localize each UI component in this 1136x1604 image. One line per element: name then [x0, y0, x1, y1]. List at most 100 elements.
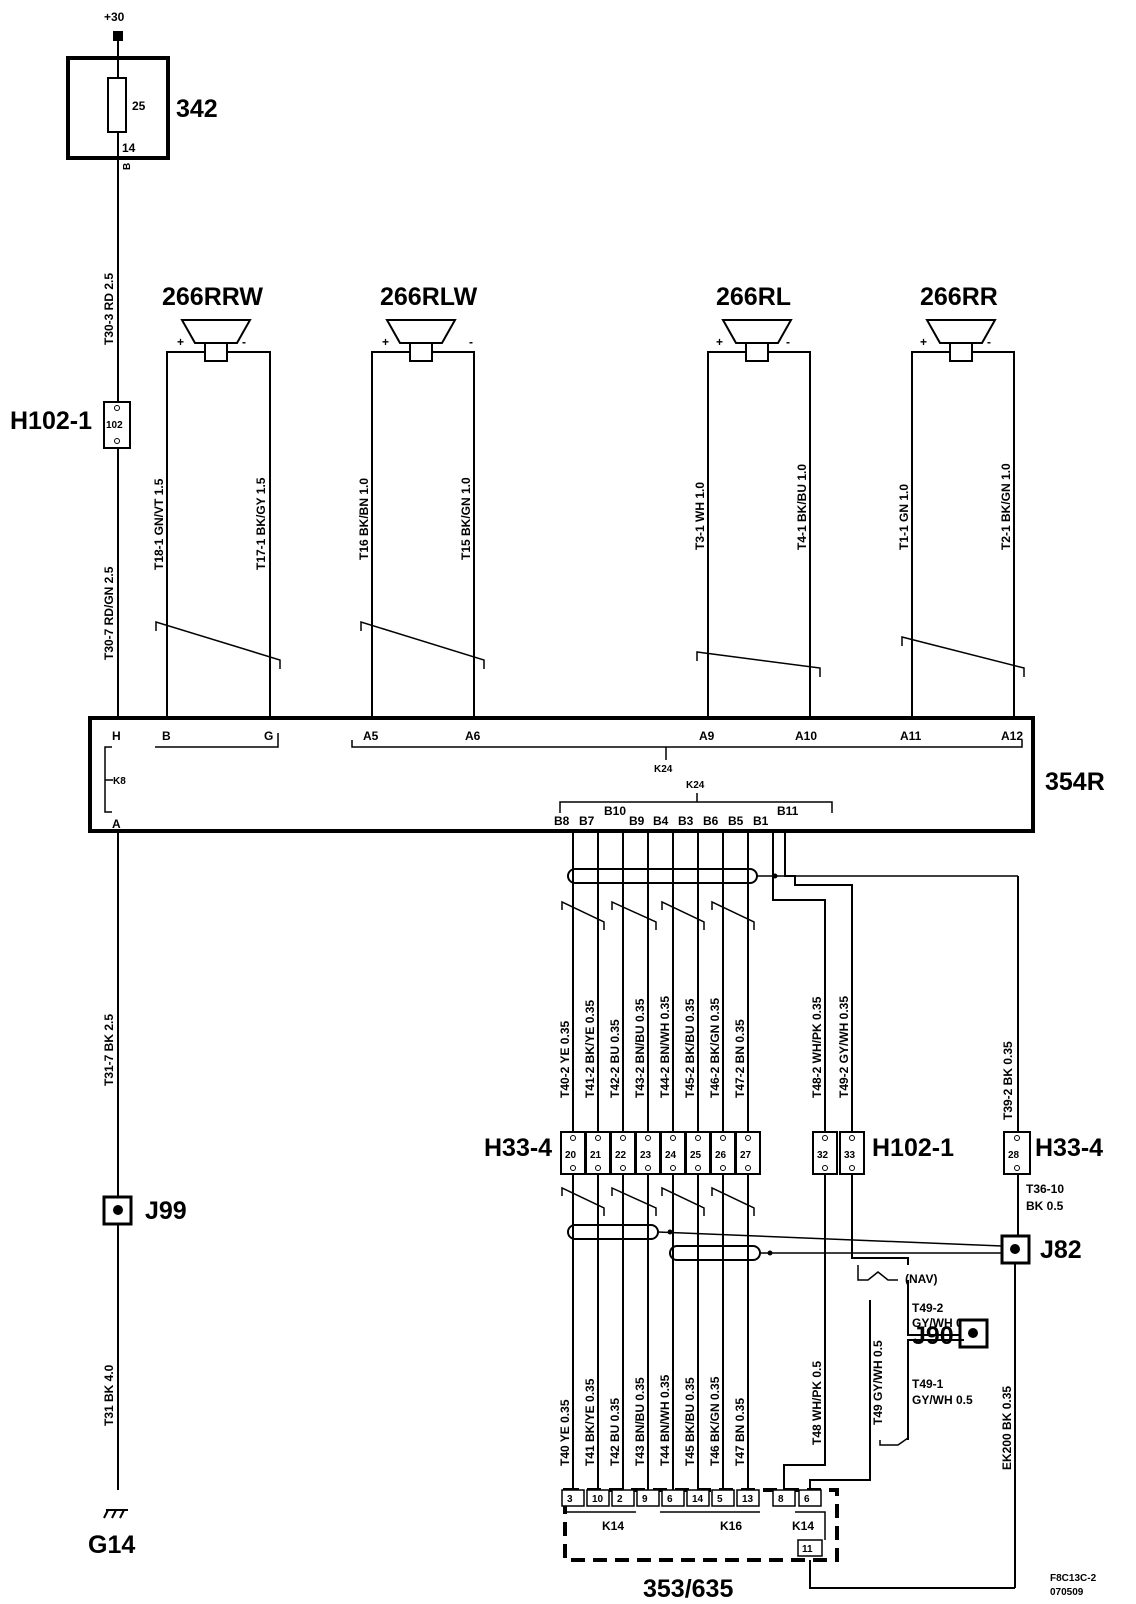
svg-text:H: H: [112, 729, 121, 743]
module-top-pins: H B G A5 A6 A9 A10 A11 A12: [112, 729, 1023, 743]
lower-wire-label: T45 BK/BU 0.35: [683, 1377, 697, 1466]
upper-wire-label: T47-2 BN 0.35: [733, 1019, 747, 1098]
svg-text:T4-1 BK/BU 1.0: T4-1 BK/BU 1.0: [795, 464, 809, 550]
svg-text:+: +: [382, 335, 389, 349]
wire-rd-label: T30-3 RD 2.5: [102, 273, 116, 345]
svg-text:28: 28: [1008, 1150, 1020, 1161]
svg-text:A6: A6: [465, 729, 481, 743]
lower-wire-label: T47 BN 0.35: [733, 1398, 747, 1466]
speaker-icon: [385, 319, 457, 344]
svg-text:+: +: [920, 335, 927, 349]
upper-wire-label: T49-2 GY/WH 0.35: [837, 996, 851, 1098]
module-pin-b6: B6: [703, 814, 719, 828]
module-pin-b8: B8: [554, 814, 570, 828]
speaker-name: 266RRW: [162, 283, 263, 311]
h33-right-label: H33-4: [1035, 1134, 1103, 1162]
lower-wire-label: T43 BN/BU 0.35: [633, 1377, 647, 1466]
svg-text:21: 21: [590, 1150, 602, 1161]
svg-text:T2-1 BK/GN 1.0: T2-1 BK/GN 1.0: [999, 463, 1013, 550]
lower-wire-label: T40 YE 0.35: [558, 1399, 572, 1466]
ek200-label: EK200 BK 0.35: [1000, 1386, 1014, 1470]
svg-text:33: 33: [844, 1150, 856, 1161]
module-pin-b10: B10: [604, 804, 626, 818]
svg-text:-: -: [987, 335, 991, 349]
svg-text:T49-1: T49-1: [912, 1377, 944, 1391]
svg-text:20: 20: [565, 1150, 577, 1161]
k24-bottom: K24: [686, 780, 705, 791]
svg-text:BK 0.5: BK 0.5: [1026, 1199, 1064, 1213]
svg-text:G: G: [264, 729, 273, 743]
svg-text:T16 BK/BN 1.0: T16 BK/BN 1.0: [357, 478, 371, 560]
svg-text:A12: A12: [1001, 729, 1023, 743]
lower-wire-label: T41 BK/YE 0.35: [583, 1378, 597, 1466]
svg-text:T3-1 WH 1.0: T3-1 WH 1.0: [693, 482, 707, 550]
svg-text:2: 2: [617, 1494, 623, 1505]
upper-wire-label: T42-2 BU 0.35: [608, 1019, 622, 1098]
wire-bk-top-label: T31-7 BK 2.5: [102, 1014, 116, 1086]
fuse-pin-letter: B: [122, 163, 133, 170]
speaker-icon: [180, 319, 252, 344]
footer-date: 070509: [1050, 1587, 1084, 1598]
speaker-icon: [721, 319, 793, 344]
fuse-ref: 342: [176, 95, 218, 123]
svg-text:T18-1 GN/VT 1.5: T18-1 GN/VT 1.5: [152, 478, 166, 570]
radio-pin: [772, 1489, 796, 1507]
svg-text:3: 3: [567, 1494, 573, 1505]
svg-text:A5: A5: [363, 729, 379, 743]
upper-wire-label: T41-2 BK/YE 0.35: [583, 1000, 597, 1098]
fuse-rating: 25: [132, 99, 146, 113]
svg-text:T15 BK/GN 1.0: T15 BK/GN 1.0: [459, 477, 473, 560]
j82-label: J82: [1040, 1236, 1082, 1264]
radio-pin: [561, 1489, 585, 1507]
radio-label: 353/635: [643, 1575, 733, 1603]
upper-wire-label: T45-2 BK/BU 0.35: [683, 998, 697, 1098]
svg-text:14: 14: [692, 1494, 704, 1505]
speaker-name: 266RR: [920, 283, 998, 311]
svg-text:T36-10: T36-10: [1026, 1182, 1064, 1196]
k16: K16: [720, 1519, 742, 1533]
svg-text:B: B: [162, 729, 171, 743]
svg-text:10: 10: [592, 1494, 604, 1505]
svg-text:6: 6: [804, 1494, 810, 1505]
upper-wire-label: T40-2 YE 0.35: [558, 1021, 572, 1098]
k14-b: K14: [792, 1519, 814, 1533]
svg-text:-: -: [786, 335, 790, 349]
module-pin-b4: B4: [653, 814, 669, 828]
svg-text:24: 24: [665, 1150, 677, 1161]
speaker-266rlw: 266RLW + - T16 BK/BN 1.0 T15 BK/GN 1.0: [357, 283, 485, 718]
svg-text:26: 26: [715, 1150, 727, 1161]
j90-label: J90: [912, 1322, 954, 1350]
svg-text:A11: A11: [900, 729, 922, 743]
radio-pin: [736, 1489, 760, 1507]
wire-rdgn-label: T30-7 RD/GN 2.5: [102, 566, 116, 660]
wire-bk-bot-label: T31 BK 4.0: [102, 1364, 116, 1426]
fuse-element: [107, 77, 127, 133]
radio-pin: [686, 1489, 710, 1507]
module-354r: [88, 716, 1035, 833]
svg-text:-: -: [242, 335, 246, 349]
g14-label: G14: [88, 1531, 135, 1559]
shield-mid-a: [567, 1224, 659, 1240]
module-pin-b11: B11: [777, 804, 799, 818]
radio-pin-11: [797, 1539, 823, 1557]
svg-text:T1-1 GN 1.0: T1-1 GN 1.0: [897, 484, 911, 550]
h33-left-label: H33-4: [484, 1134, 552, 1162]
svg-text:5: 5: [717, 1494, 723, 1505]
pin-a: A: [112, 817, 121, 831]
lower-wire-label: T44 BN/WH 0.35: [658, 1374, 672, 1466]
radio-pin: [711, 1489, 735, 1507]
svg-text:13: 13: [742, 1494, 754, 1505]
svg-text:-: -: [469, 335, 473, 349]
svg-text:GY/WH 0.5: GY/WH 0.5: [912, 1393, 973, 1407]
ground-icon: [103, 1509, 128, 1519]
speaker-266rl: 266RL + - T3-1 WH 1.0 T4-1 BK/BU 1.0: [693, 283, 821, 718]
k24-top: K24: [654, 764, 673, 775]
module-pin-b7: B7: [579, 814, 595, 828]
svg-text:11: 11: [802, 1544, 813, 1555]
k14-a: K14: [602, 1519, 624, 1533]
k8-label: K8: [113, 776, 126, 787]
svg-text:+: +: [177, 335, 184, 349]
nav-label: (NAV): [905, 1272, 937, 1286]
